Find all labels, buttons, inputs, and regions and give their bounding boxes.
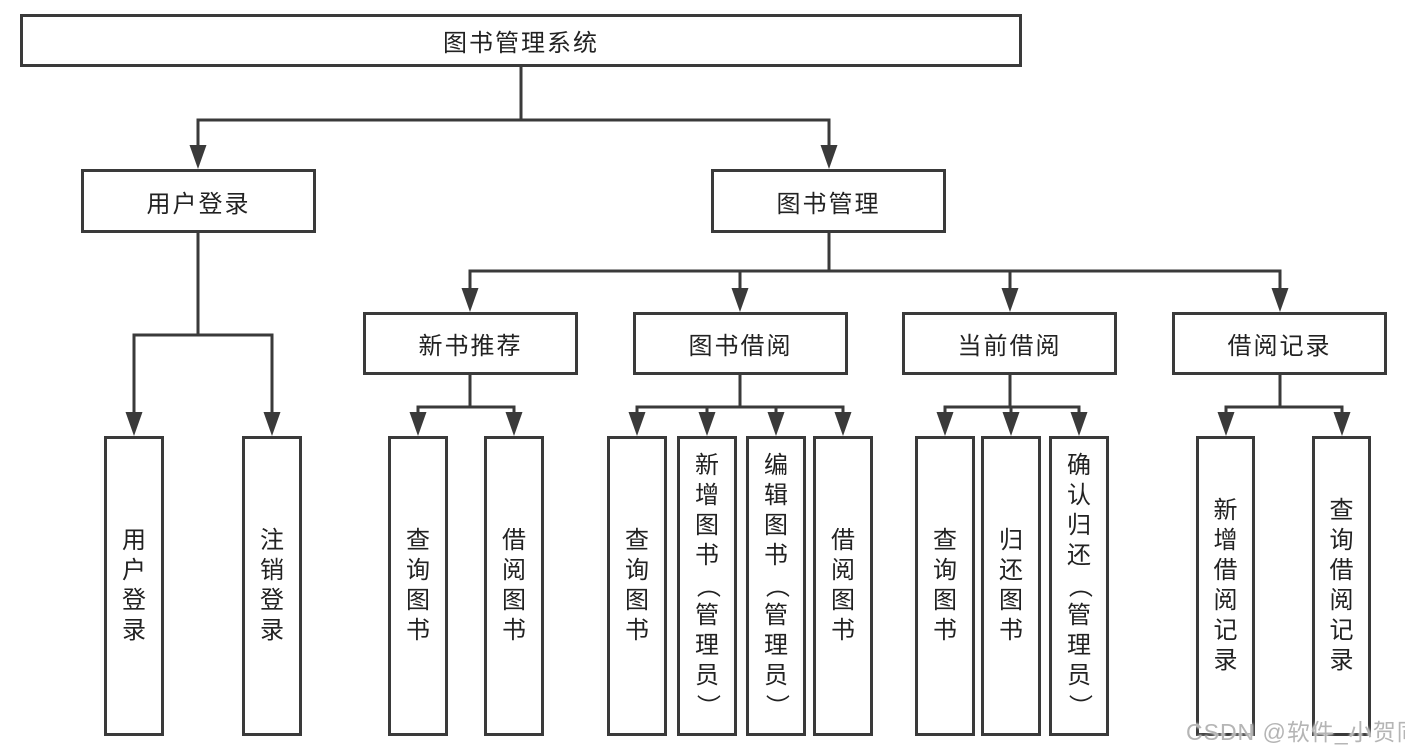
leaf-logout: 注销登录	[242, 436, 302, 736]
leaf-query-books-current: 查询图书	[915, 436, 975, 736]
leaf-add-borrow-record: 新增借阅记录	[1196, 436, 1255, 736]
node-current-borrow: 当前借阅	[902, 312, 1117, 375]
csdn-watermark: CSDN @软件_小贺同学	[1186, 719, 1405, 745]
leaf-confirm-return-admin: 确认归还（管理员）	[1049, 436, 1109, 736]
leaf-query-books-recommend: 查询图书	[388, 436, 448, 736]
leaf-query-borrow-record: 查询借阅记录	[1312, 436, 1371, 736]
node-user-login-branch: 用户登录	[81, 169, 316, 233]
node-library-system: 图书管理系统	[20, 14, 1022, 67]
leaf-user-login: 用户登录	[104, 436, 164, 736]
leaf-borrow-books-recommend: 借阅图书	[484, 436, 544, 736]
leaf-borrow-books: 借阅图书	[813, 436, 873, 736]
node-new-book-recommend: 新书推荐	[363, 312, 578, 375]
leaf-query-books-borrow: 查询图书	[607, 436, 667, 736]
leaf-edit-book-admin: 编辑图书（管理员）	[746, 436, 806, 736]
leaf-add-book-admin: 新增图书（管理员）	[677, 436, 737, 736]
node-book-management-branch: 图书管理	[711, 169, 946, 233]
node-borrow-record: 借阅记录	[1172, 312, 1387, 375]
leaf-return-book: 归还图书	[981, 436, 1041, 736]
node-book-borrow: 图书借阅	[633, 312, 848, 375]
